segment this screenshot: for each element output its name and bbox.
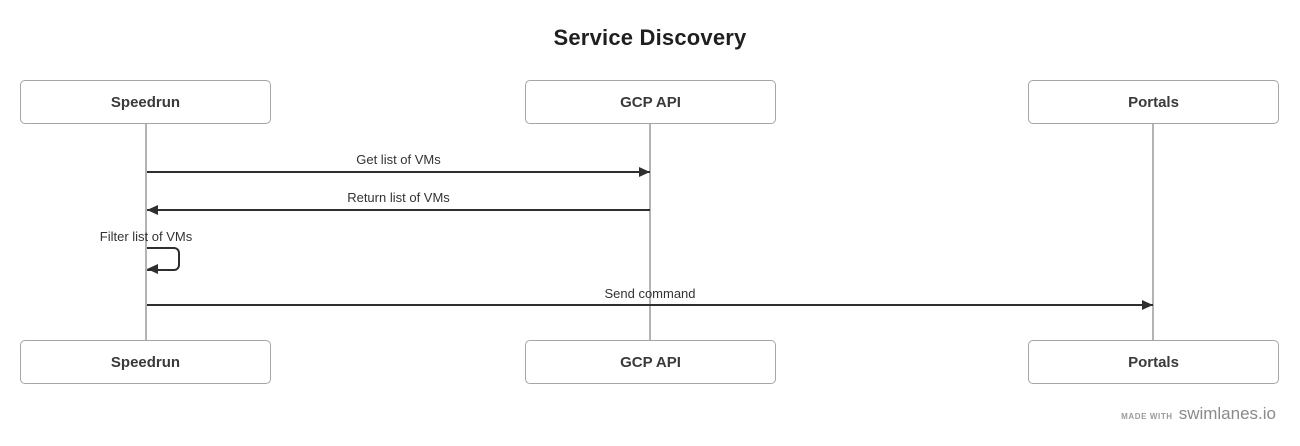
actor-box-portals-bottom: Portals bbox=[1028, 340, 1279, 384]
actor-box-speedrun-bottom: Speedrun bbox=[20, 340, 271, 384]
self-loop-arrow bbox=[147, 247, 180, 271]
actor-box-speedrun-top: Speedrun bbox=[20, 80, 271, 124]
lifeline-gcp-api bbox=[649, 124, 651, 340]
swimlanes-brand-link[interactable]: swimlanes.io bbox=[1178, 404, 1276, 423]
lifeline-speedrun bbox=[145, 124, 147, 340]
actor-label: Portals bbox=[1128, 353, 1179, 371]
diagram-title: Service Discovery bbox=[553, 25, 747, 50]
attribution-footer: MADE WITH swimlanes.io bbox=[1121, 404, 1276, 424]
arrowhead-left-icon bbox=[147, 264, 158, 274]
actor-label: Speedrun bbox=[110, 93, 181, 111]
actor-label: Speedrun bbox=[110, 353, 181, 371]
actor-box-gcp-api-top: GCP API bbox=[525, 80, 776, 124]
message-label: Filter list of VMs bbox=[99, 229, 193, 244]
made-with-label: MADE WITH bbox=[1121, 412, 1173, 421]
message-label: Send command bbox=[604, 286, 696, 301]
message-arrow-right bbox=[147, 300, 1153, 310]
arrowhead-right-icon bbox=[1142, 300, 1153, 310]
actor-label: Portals bbox=[1128, 93, 1179, 111]
actor-label: GCP API bbox=[620, 93, 681, 111]
message-arrow-left bbox=[147, 205, 650, 215]
message-arrow-right bbox=[147, 167, 650, 177]
actor-box-portals-top: Portals bbox=[1028, 80, 1279, 124]
arrowhead-right-icon bbox=[639, 167, 650, 177]
lifeline-portals bbox=[1152, 124, 1154, 340]
message-label: Return list of VMs bbox=[347, 190, 450, 205]
message-label: Get list of VMs bbox=[356, 152, 441, 167]
arrowhead-left-icon bbox=[147, 205, 158, 215]
actor-label: GCP API bbox=[620, 353, 681, 371]
actor-box-gcp-api-bottom: GCP API bbox=[525, 340, 776, 384]
